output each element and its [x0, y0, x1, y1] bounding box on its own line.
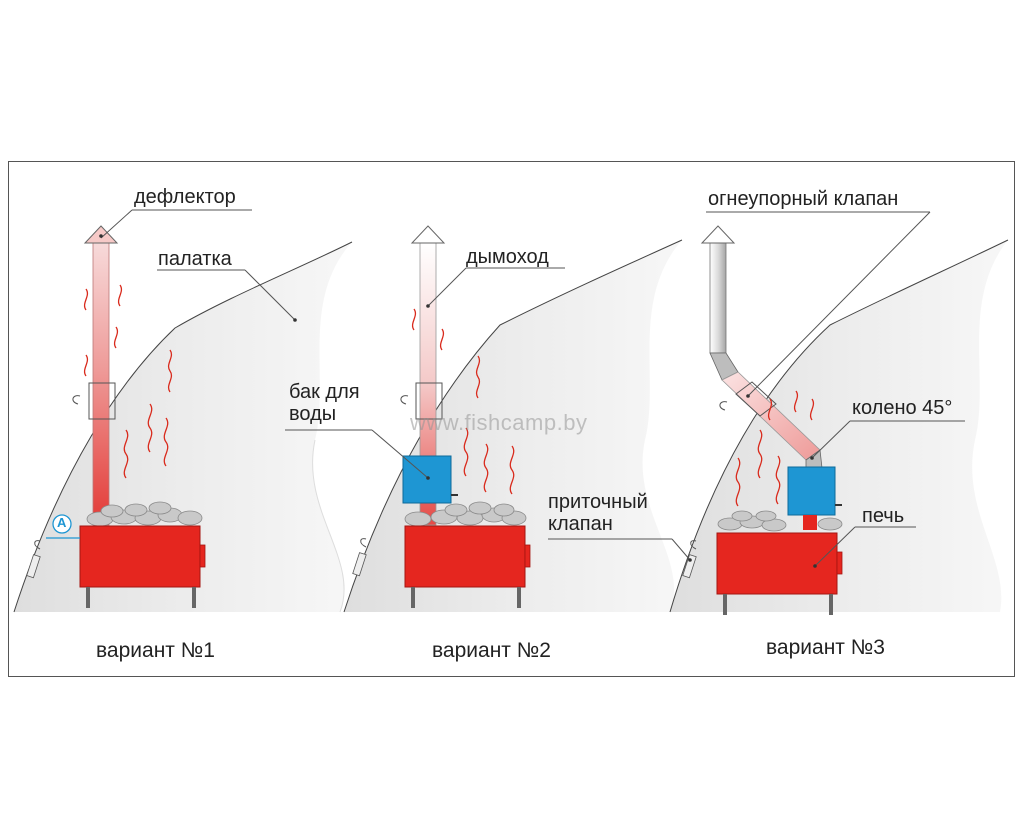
- water-tank-3: [787, 466, 836, 516]
- deflector-cap-2: [410, 225, 446, 244]
- stove-body-3: [716, 532, 838, 595]
- caption-variant-1: вариант №1: [96, 639, 215, 662]
- label-fire-valve: огнеупорный клапан: [708, 188, 899, 210]
- intake-vent-2: [352, 552, 367, 577]
- distance-marker-label: А: [57, 515, 67, 530]
- heat-waves-3: [735, 390, 815, 507]
- variant-2-scene: [285, 225, 683, 613]
- caption-variant-2: вариант №2: [432, 639, 551, 662]
- deflector-cap-3: [700, 225, 736, 244]
- label-stove: печь: [862, 505, 905, 527]
- pipe-sleeve-2: [415, 382, 443, 420]
- heat-waves-1: [83, 284, 173, 479]
- label-water-tank-line2: воды: [289, 403, 337, 425]
- pipe-sleeve-1: [88, 382, 116, 420]
- chimney-pipe-1: [92, 242, 110, 526]
- label-deflector: дефлектор: [134, 186, 236, 208]
- distance-marker-circle: [52, 514, 72, 534]
- caption-variant-3: вариант №3: [766, 636, 885, 659]
- variant-3-scene: [548, 211, 1009, 615]
- stove-body-1: [79, 525, 201, 588]
- stones-3: [717, 510, 843, 532]
- label-tent: палатка: [158, 248, 232, 270]
- chimney-pipe-3: [709, 242, 727, 354]
- stove-body-2: [404, 525, 526, 588]
- label-chimney: дымоход: [466, 246, 549, 268]
- stones-1: [86, 501, 203, 527]
- label-intake-valve-line2: клапан: [548, 513, 613, 535]
- watermark: www.fishcamp.by: [410, 410, 588, 435]
- intake-vent-1: [26, 554, 41, 579]
- label-water-tank: бак для воды: [289, 381, 360, 425]
- variant-1-scene: [13, 209, 353, 613]
- label-water-tank-line1: бак для: [289, 381, 360, 403]
- label-intake-valve-line1: приточный: [548, 491, 648, 513]
- intake-vent-3: [682, 554, 697, 579]
- fire-valve-sleeve: [735, 381, 777, 417]
- label-elbow: колено 45°: [852, 397, 953, 419]
- heat-waves-2: [411, 308, 515, 495]
- label-intake-valve: приточный клапан: [548, 491, 648, 535]
- stones-2: [404, 501, 527, 527]
